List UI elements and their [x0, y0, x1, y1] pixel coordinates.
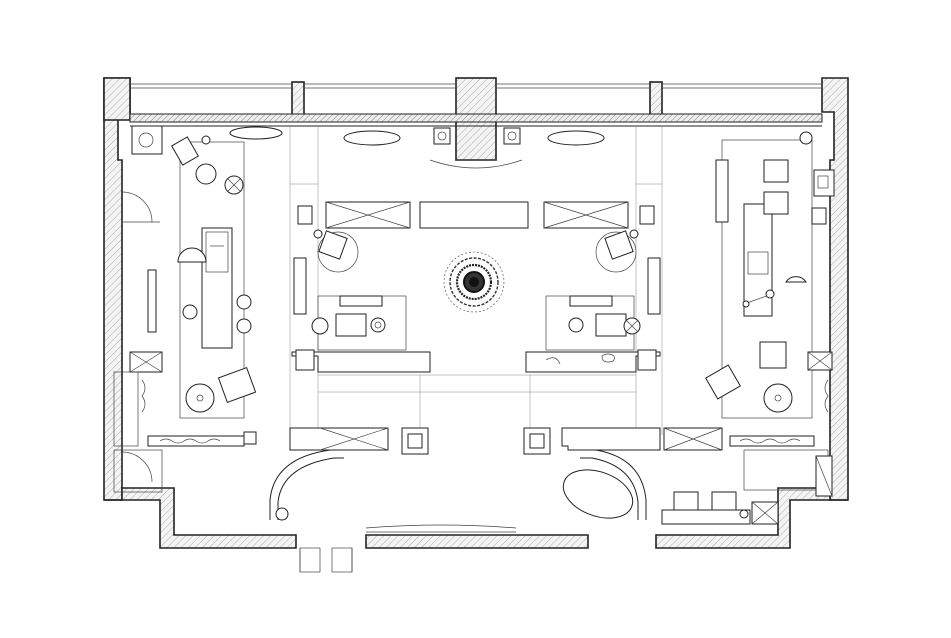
entry-curve-left [269, 449, 344, 520]
left-display-area [179, 141, 245, 419]
sink-icon [131, 125, 163, 155]
sofa-icon [339, 295, 383, 307]
reception-desk [561, 427, 661, 451]
lamp-icon [799, 131, 813, 145]
grid-lines [289, 126, 663, 435]
chair-icon [673, 491, 699, 511]
round-table-icon [763, 383, 793, 413]
door-leaf [299, 547, 321, 573]
sink-icon [813, 169, 835, 197]
reception-desk [289, 427, 389, 451]
door-leaf [331, 547, 353, 573]
rug-circle [317, 231, 359, 273]
armchair-icon [763, 191, 789, 215]
sofa-icon [569, 295, 613, 307]
coffee-table [595, 313, 627, 337]
wall-shelf [647, 257, 661, 315]
bench-icon [729, 435, 815, 447]
entrance-curtain [365, 524, 517, 529]
top-pillar-right [649, 81, 663, 119]
decor-icon [545, 357, 561, 365]
armchair-icon [763, 159, 789, 183]
round-table-icon [185, 383, 215, 413]
armchair-icon [759, 341, 787, 369]
lamp-icon [177, 247, 207, 263]
door-swing-icon [121, 451, 153, 483]
right-zone [661, 131, 835, 525]
top-windows [129, 83, 823, 127]
armchair-icon [217, 367, 257, 403]
plant-icon [824, 379, 829, 413]
bench-icon [715, 159, 729, 223]
top-pillar-left [291, 81, 305, 119]
bench-icon [147, 269, 157, 333]
door-swing-icon [121, 191, 153, 223]
lamp-icon [370, 317, 386, 333]
armchair-icon [604, 230, 634, 260]
right-display-area [721, 139, 813, 419]
display-case [419, 201, 529, 229]
armchair-icon [705, 364, 741, 400]
stool-icon [311, 317, 329, 335]
coffee-table [335, 313, 367, 337]
ceiling-light [343, 130, 401, 146]
lamp-icon [785, 276, 807, 283]
corner-pillar-tl [103, 77, 131, 121]
column-marker [433, 127, 451, 145]
ceiling-light [547, 130, 605, 146]
column-marker [503, 127, 521, 145]
oval-table [562, 469, 634, 519]
stool-icon [236, 294, 252, 310]
entry-curve-right [580, 449, 647, 520]
counter-right [525, 351, 661, 373]
armchair-icon [171, 136, 199, 166]
decor-icon [601, 353, 615, 363]
right-wall [821, 77, 849, 501]
counter [661, 509, 751, 525]
counter-left [291, 351, 431, 373]
armchair-icon [318, 230, 348, 260]
plant-icon [141, 379, 146, 413]
left-bottom-wall [104, 487, 297, 549]
rug-circle [595, 231, 637, 273]
stool-icon [236, 318, 252, 334]
lamp-icon [568, 317, 584, 333]
stool-icon [182, 304, 198, 320]
wall-shelf [293, 257, 307, 315]
ceiling-light [229, 126, 283, 140]
bottom-middle-wall [365, 534, 589, 549]
chair-icon [711, 491, 737, 511]
plant-icon [443, 251, 505, 313]
round-table-icon [195, 163, 217, 185]
lamp-icon [275, 507, 289, 521]
center-zone [229, 126, 661, 573]
left-long-table [201, 227, 233, 349]
left-zone [113, 125, 257, 493]
left-wall [103, 77, 131, 501]
